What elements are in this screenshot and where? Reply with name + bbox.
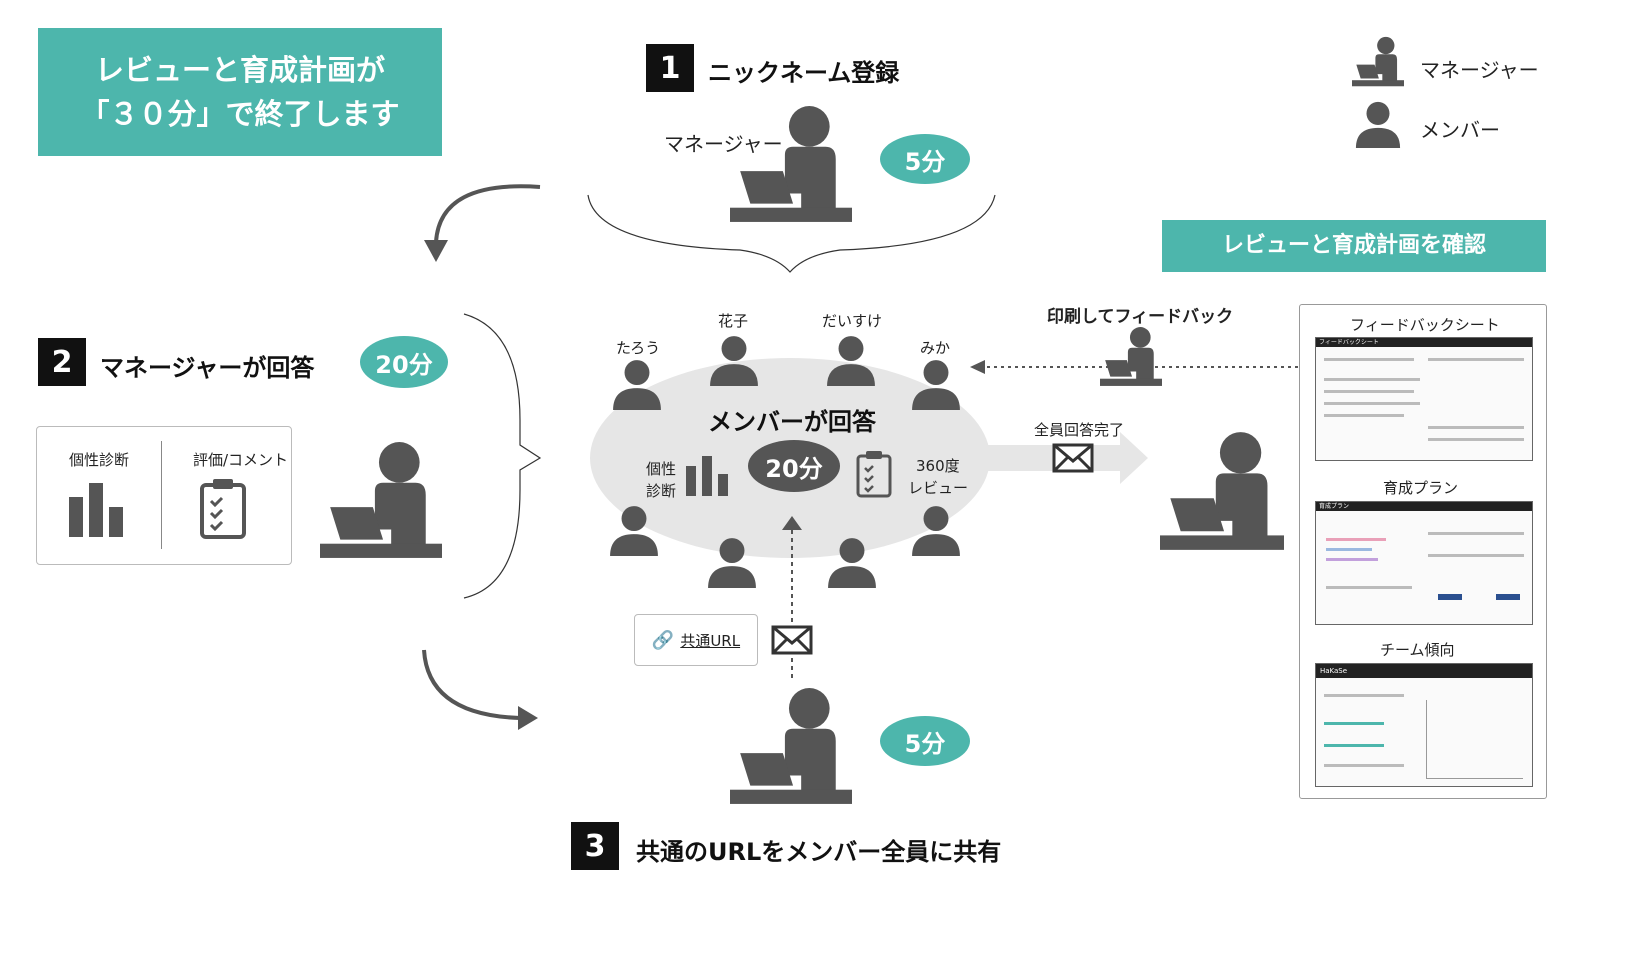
preview-quadrant xyxy=(1426,700,1523,779)
team-tendency-preview: HaKaSe xyxy=(1315,663,1533,787)
sheet1-label: フィードバックシート xyxy=(1350,316,1500,334)
member-name-mika: みか xyxy=(920,339,951,357)
preview-line xyxy=(1428,554,1524,557)
preview-button-blue xyxy=(1438,594,1462,600)
clipboard-icon xyxy=(856,451,892,498)
growth-plan-preview: 育成プラン xyxy=(1315,501,1533,625)
step3-number: 3 xyxy=(571,822,619,870)
member-icon xyxy=(910,358,962,410)
preview-line xyxy=(1324,390,1414,393)
preview-line xyxy=(1324,358,1414,361)
step2-time-badge: 20分 xyxy=(360,336,448,388)
preview-bar-blue xyxy=(1326,548,1372,551)
member-icon xyxy=(826,536,878,588)
center-right-label-2: レビュー xyxy=(908,479,969,497)
sheets-panel: フィードバックシート フィードバックシート 育成プラン 育成プラン チーム傾向 … xyxy=(1299,304,1547,799)
preview-line xyxy=(1324,694,1404,697)
preview-line xyxy=(1428,438,1524,441)
step2-card-right-label: 評価/コメント xyxy=(193,451,289,469)
preview-line xyxy=(1324,402,1420,405)
member-icon xyxy=(910,504,962,556)
mini2-title: 育成プラン xyxy=(1319,503,1350,510)
step2-card-left-label: 個性診断 xyxy=(69,451,130,469)
step2-title: マネージャーが回答 xyxy=(100,354,315,382)
preview-line xyxy=(1428,358,1524,361)
header-banner: レビューと育成計画が 「３０分」で終了します xyxy=(38,28,442,156)
step1-title: ニックネーム登録 xyxy=(708,59,900,87)
preview-bar-teal xyxy=(1324,722,1384,725)
envelope-icon xyxy=(771,625,813,655)
member-name-taro: たろう xyxy=(616,339,661,357)
print-manager-icon xyxy=(1100,326,1162,388)
sheet2-label: 育成プラン xyxy=(1383,479,1459,497)
preview-button-blue xyxy=(1496,594,1520,600)
member-icon xyxy=(611,358,663,410)
shared-url-link[interactable]: 🔗 共通URL xyxy=(634,614,758,666)
member-icon xyxy=(608,504,660,556)
preview-header-bar: HaKaSe xyxy=(1316,664,1532,678)
sheet3-label: チーム傾向 xyxy=(1380,641,1455,659)
preview-line xyxy=(1324,764,1404,767)
mini3-title: HaKaSe xyxy=(1320,667,1348,675)
clipboard-icon xyxy=(200,479,246,539)
link-icon: 🔗 xyxy=(651,629,675,651)
step1-number: 1 xyxy=(646,44,694,92)
member-icon xyxy=(706,536,758,588)
step3-title: 共通のURLをメンバー全員に共有 xyxy=(636,838,1002,866)
bar-chart-icon xyxy=(686,456,728,496)
center-left-label-2: 診断 xyxy=(646,482,677,500)
print-feedback-label: 印刷してフィードバック xyxy=(1047,307,1234,327)
envelope-icon xyxy=(1052,443,1094,473)
preview-line xyxy=(1428,426,1524,429)
preview-header-bar: 育成プラン xyxy=(1316,502,1532,511)
preview-line xyxy=(1428,532,1524,535)
mini1-title: フィードバックシート xyxy=(1319,339,1379,346)
member-name-daisuke: だいすけ xyxy=(822,312,883,330)
member-icon xyxy=(708,334,760,386)
preview-line xyxy=(1324,378,1420,381)
header-line-2: 「３０分」で終了します xyxy=(80,97,400,131)
preview-bar-purple xyxy=(1326,558,1378,561)
preview-line xyxy=(1324,414,1404,417)
step1-role-label: マネージャー xyxy=(664,132,783,156)
shared-url-label: 共通URL xyxy=(680,631,741,650)
preview-header-bar: フィードバックシート xyxy=(1316,338,1532,347)
right-manager-icon xyxy=(1160,430,1284,554)
complete-label: 全員回答完了 xyxy=(1034,421,1125,439)
step1-time-badge: 5分 xyxy=(880,134,970,184)
center-title: メンバーが回答 xyxy=(708,408,876,436)
center-time-badge: 20分 xyxy=(748,440,840,492)
header-line-1: レビューと育成計画が xyxy=(94,53,385,87)
step3-manager-icon xyxy=(730,686,852,808)
center-right-label-1: 360度 xyxy=(916,457,960,475)
step2-number: 2 xyxy=(38,338,86,386)
preview-bar-teal xyxy=(1324,744,1384,747)
step2-card: 個性診断 評価/コメント xyxy=(36,426,292,565)
card-divider xyxy=(161,441,162,549)
feedback-sheet-preview: フィードバックシート xyxy=(1315,337,1533,461)
legend-member-label: メンバー xyxy=(1420,118,1500,142)
step3-time-badge: 5分 xyxy=(880,716,970,766)
member-name-hanako: 花子 xyxy=(718,312,749,330)
center-left-label-1: 個性 xyxy=(646,460,677,478)
preview-line xyxy=(1326,586,1412,589)
center-time: 20分 xyxy=(765,454,823,483)
preview-bar-pink xyxy=(1326,538,1386,541)
bar-chart-icon xyxy=(69,483,123,537)
right-header-banner: レビューと育成計画を確認 xyxy=(1162,220,1546,272)
member-icon xyxy=(825,334,877,386)
legend-manager-label: マネージャー xyxy=(1420,58,1539,82)
